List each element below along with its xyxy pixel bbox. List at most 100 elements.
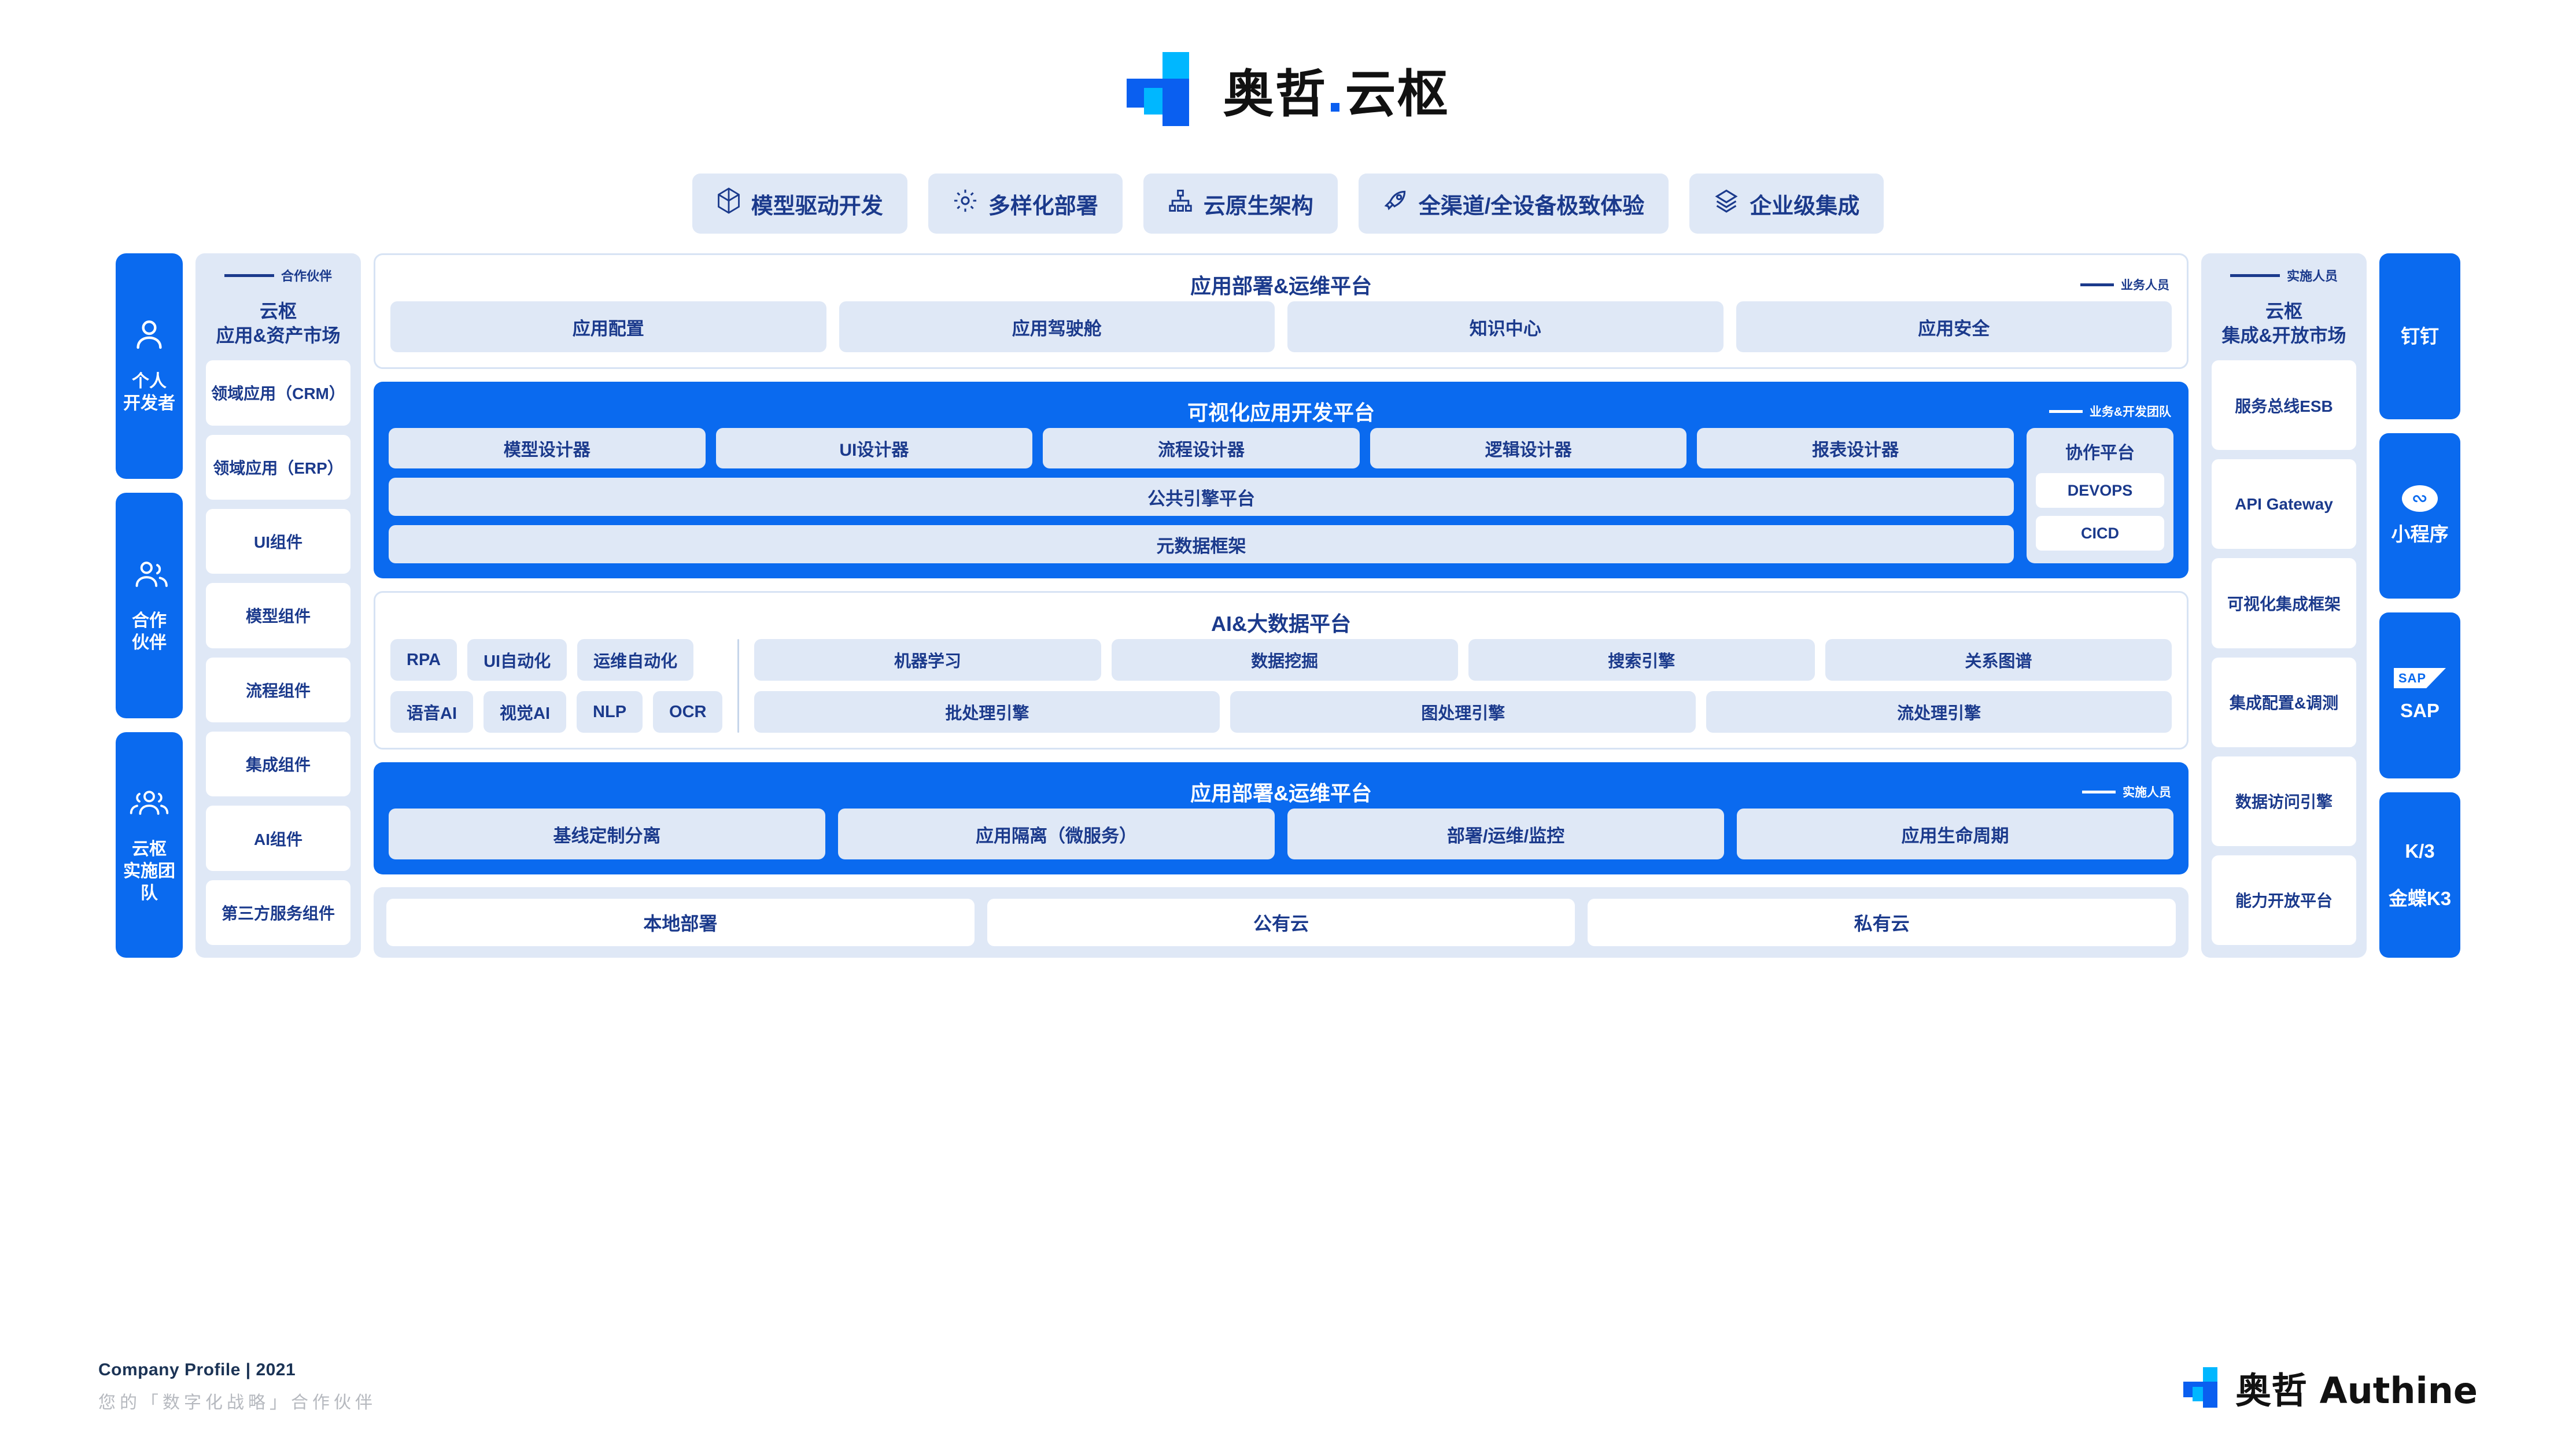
persona-card-implementation-team[interactable]: 云枢 实施团队 — [116, 732, 183, 958]
panel-title: AI&大数据平台 — [1211, 612, 1351, 636]
ops-chip[interactable]: 应用隔离（微服务） — [838, 809, 1275, 859]
ops-chip[interactable]: 知识中心 — [1287, 301, 1724, 352]
integration-item[interactable]: 集成配置&调测 — [2212, 657, 2356, 747]
integration-item[interactable]: 服务总线ESB — [2212, 360, 2356, 451]
layers-icon — [1714, 188, 1739, 219]
app-asset-market-column: 合作伙伴 云枢 应用&资产市场 领域应用（CRM） 领域应用（ERP） UI组件… — [195, 253, 361, 958]
persona-card-partner[interactable]: 合作 伙伴 — [116, 493, 183, 718]
feature-chip-omnichannel[interactable]: 全渠道/全设备极致体验 — [1358, 174, 1669, 234]
integration-item[interactable]: 数据访问引擎 — [2212, 756, 2356, 846]
integration-item[interactable]: 可视化集成框架 — [2212, 558, 2356, 648]
panel-title: 应用部署&运维平台 — [1190, 781, 1372, 805]
app-market-role-label: 合作伙伴 — [281, 269, 332, 283]
panel-header: 应用部署&运维平台 业务人员 — [390, 268, 2172, 301]
feature-label: 企业级集成 — [1750, 194, 1860, 219]
designer-chip[interactable]: UI设计器 — [715, 428, 1033, 468]
ai-chip[interactable]: 流处理引擎 — [1706, 691, 2172, 733]
panel-header: 可视化应用开发平台 业务&开发团队 — [389, 394, 2173, 428]
ai-chip[interactable]: OCR — [653, 691, 723, 733]
deployment-option[interactable]: 本地部署 — [386, 899, 975, 946]
ops-bottom-chip-row: 基线定制分离 应用隔离（微服务） 部署/运维/监控 应用生命周期 — [389, 809, 2173, 859]
feature-chip-enterprise-integration[interactable]: 企业级集成 — [1689, 174, 1884, 234]
footer-text-block: Company Profile | 2021 您的「数字化战略」合作伙伴 — [98, 1360, 377, 1413]
integration-market-role-tag: 实施人员 — [2212, 266, 2356, 285]
feature-chip-cloud-native[interactable]: 云原生架构 — [1143, 174, 1338, 234]
ai-chip[interactable]: 机器学习 — [754, 639, 1101, 681]
persona-card-individual-developer[interactable]: 个人 开发者 — [116, 253, 183, 479]
feature-label: 云原生架构 — [1203, 194, 1313, 219]
market-item[interactable]: 模型组件 — [206, 583, 350, 648]
authine-logo-icon — [2183, 1367, 2227, 1408]
designer-chip[interactable]: 模型设计器 — [389, 428, 706, 468]
ai-row: 批处理引擎 图处理引擎 流处理引擎 — [754, 691, 2172, 733]
ecosystem-card-sap[interactable]: SAP SAP — [2379, 612, 2460, 778]
ai-chip[interactable]: 语音AI — [390, 691, 474, 733]
ops-chip[interactable]: 应用驾驶舱 — [839, 301, 1275, 352]
ai-chip[interactable]: 视觉AI — [484, 691, 567, 733]
ai-chip[interactable]: NLP — [577, 691, 643, 733]
feature-label: 模型驱动开发 — [751, 194, 883, 219]
ecosystem-card-dingtalk[interactable]: 钉钉 — [2379, 253, 2460, 419]
app-market-title: 云枢 应用&资产市场 — [216, 301, 341, 346]
designer-chip[interactable]: 逻辑设计器 — [1370, 428, 1687, 468]
ops-top-chip-row: 应用配置 应用驾驶舱 知识中心 应用安全 — [390, 301, 2172, 352]
footer-profile: Company Profile | 2021 — [98, 1360, 296, 1379]
integration-item[interactable]: API Gateway — [2212, 459, 2356, 549]
ops-chip[interactable]: 基线定制分离 — [389, 809, 825, 859]
ai-chip[interactable]: 运维自动化 — [577, 639, 694, 681]
ecosystem-card-miniprogram[interactable]: 小程序 — [2379, 433, 2460, 599]
market-item[interactable]: UI组件 — [206, 508, 350, 574]
market-item[interactable]: 领域应用（CRM） — [206, 360, 350, 426]
market-item[interactable]: 集成组件 — [206, 731, 350, 797]
ai-chip[interactable]: RPA — [390, 639, 457, 681]
metadata-framework-bar[interactable]: 元数据框架 — [389, 525, 2014, 563]
deployment-option[interactable]: 私有云 — [1588, 899, 2176, 946]
ai-chip[interactable]: 图处理引擎 — [1230, 691, 1696, 733]
sitemap-icon — [1168, 189, 1193, 219]
deployment-option[interactable]: 公有云 — [987, 899, 1575, 946]
ai-chip[interactable]: UI自动化 — [467, 639, 567, 681]
ops-chip[interactable]: 部署/运维/监控 — [1287, 809, 1724, 859]
ops-chip[interactable]: 应用配置 — [390, 301, 826, 352]
collab-item-devops[interactable]: DEVOPS — [2036, 473, 2164, 508]
ecosystem-label: 钉钉 — [2401, 325, 2439, 347]
architecture-board: 个人 开发者 合作 伙伴 云枢 实施团队 — [0, 253, 2576, 958]
ops-platform-top: 应用部署&运维平台 业务人员 应用配置 应用驾驶舱 知识中心 应用安全 — [374, 253, 2189, 369]
ai-chip[interactable]: 搜索引擎 — [1468, 639, 1815, 681]
engine-platform-bar[interactable]: 公共引擎平台 — [389, 478, 2014, 516]
persona-column: 个人 开发者 合作 伙伴 云枢 实施团队 — [116, 253, 183, 958]
footer-brand-text: 奥哲 Authine — [2235, 1370, 2478, 1412]
ops-chip[interactable]: 应用安全 — [1736, 301, 2172, 352]
ecosystem-label: K/3 金蝶K3 — [2388, 840, 2452, 910]
integration-item[interactable]: 能力开放平台 — [2212, 855, 2356, 946]
brand-dot-icon — [1330, 102, 1339, 112]
market-item[interactable]: AI组件 — [206, 806, 350, 871]
three-users-icon — [127, 785, 171, 826]
tag-rule-icon — [2082, 790, 2116, 793]
panel-header: AI&大数据平台 — [390, 606, 2172, 639]
ecosystem-column: 钉钉 小程序 SAP SAP K/3 金蝶K3 — [2379, 253, 2460, 958]
market-item[interactable]: 领域应用（ERP） — [206, 434, 350, 500]
designer-row: 模型设计器 UI设计器 流程设计器 逻辑设计器 报表设计器 — [389, 428, 2014, 468]
persona-label: 云枢 实施团队 — [123, 839, 175, 903]
feature-chip-model-driven[interactable]: 模型驱动开发 — [692, 174, 907, 234]
ops-chip[interactable]: 应用生命周期 — [1737, 809, 2173, 859]
ecosystem-card-kingdee-k3[interactable]: K/3 金蝶K3 — [2379, 792, 2460, 958]
market-item[interactable]: 第三方服务组件 — [206, 880, 350, 946]
designer-chip[interactable]: 报表设计器 — [1697, 428, 2014, 468]
tag-rule-icon — [2230, 274, 2280, 277]
ai-chip[interactable]: 数据挖掘 — [1111, 639, 1458, 681]
role-tag: 实施人员 — [2082, 783, 2171, 800]
designer-chip[interactable]: 流程设计器 — [1043, 428, 1360, 468]
ai-chip[interactable]: 批处理引擎 — [754, 691, 1220, 733]
feature-label: 全渠道/全设备极致体验 — [1418, 194, 1645, 219]
ai-chip[interactable]: 关系图谱 — [1825, 639, 2172, 681]
role-label: 实施人员 — [2123, 786, 2171, 799]
feature-chip-diverse-deployment[interactable]: 多样化部署 — [928, 174, 1123, 234]
persona-label: 合作 伙伴 — [132, 611, 167, 653]
integration-market-title: 云枢 集成&开放市场 — [2221, 301, 2346, 346]
collab-item-cicd[interactable]: CICD — [2036, 516, 2164, 551]
market-item[interactable]: 流程组件 — [206, 657, 350, 722]
integration-market-role-label: 实施人员 — [2286, 269, 2338, 283]
ai-row: 机器学习 数据挖掘 搜索引擎 关系图谱 — [754, 639, 2172, 681]
